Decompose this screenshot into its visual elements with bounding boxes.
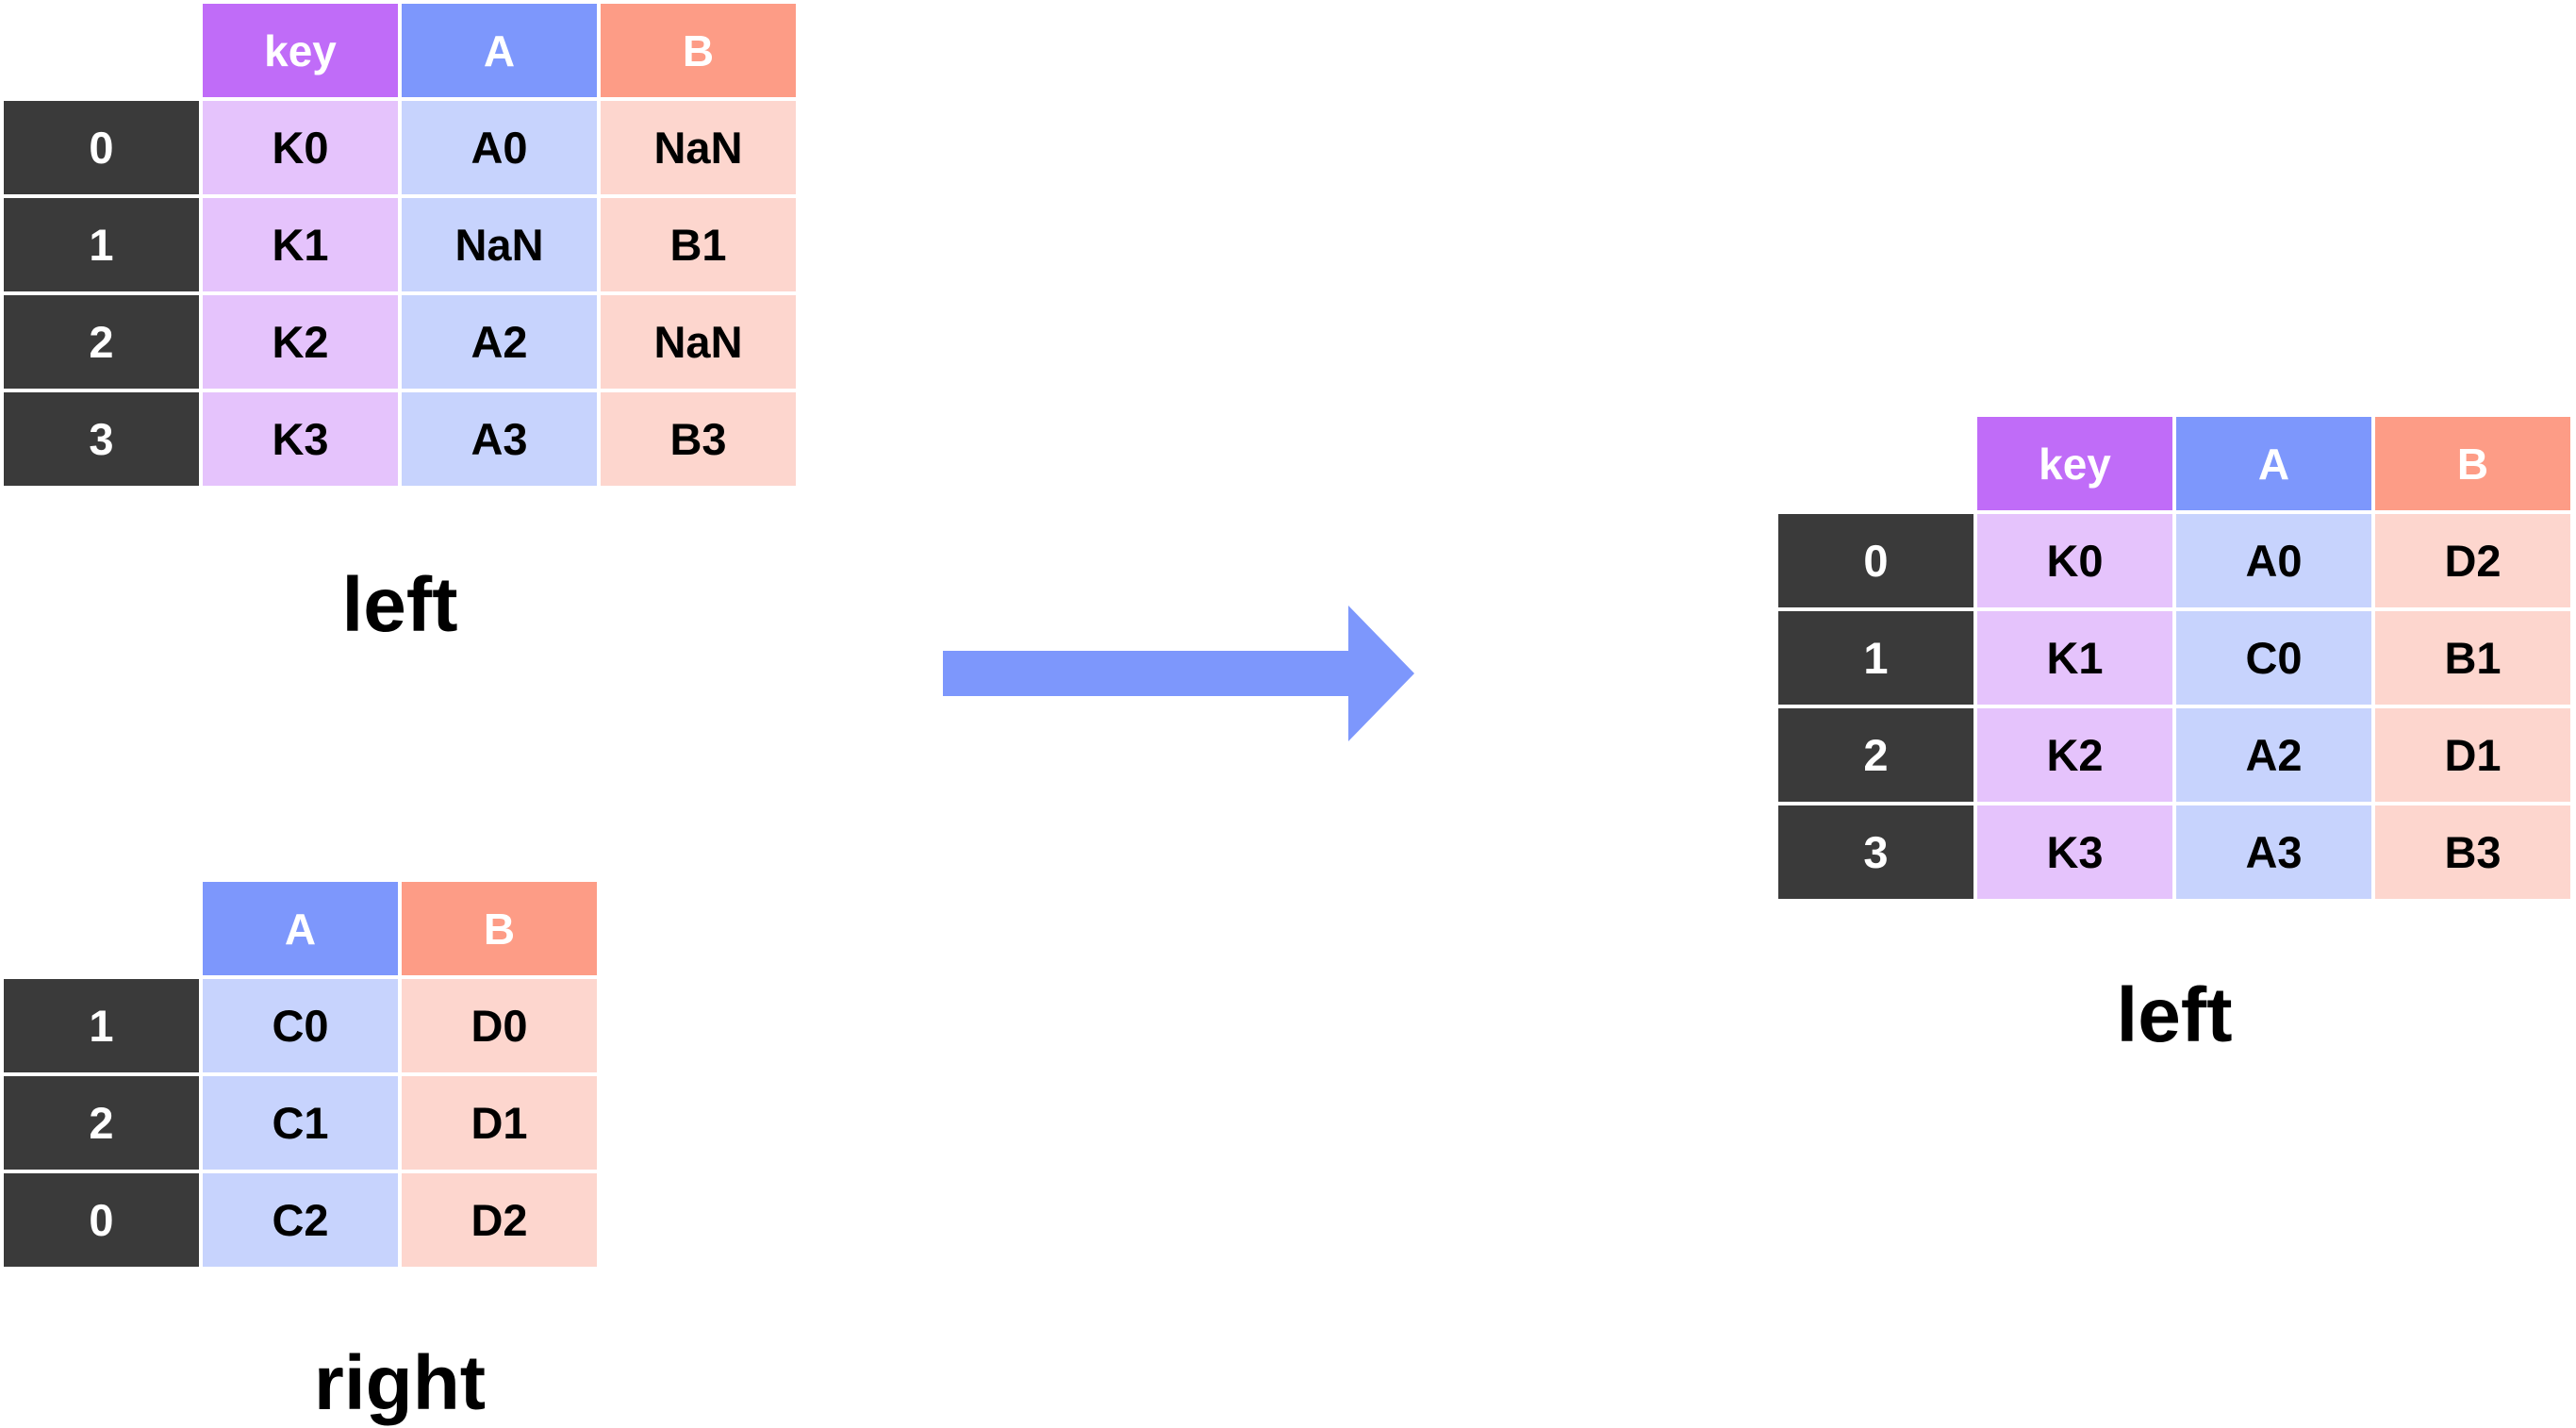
table-cell: A0 bbox=[2176, 514, 2371, 607]
table-cell: K0 bbox=[203, 101, 398, 194]
table-cell: NaN bbox=[402, 198, 597, 291]
table-cell: B3 bbox=[601, 392, 796, 486]
column-header-key: key bbox=[1977, 417, 2172, 510]
table-cell: B3 bbox=[2375, 805, 2570, 899]
row-index: 2 bbox=[4, 295, 199, 389]
column-header-key: key bbox=[203, 4, 398, 97]
table-cell: A3 bbox=[402, 392, 597, 486]
left-table-caption: left bbox=[341, 562, 458, 648]
table-cell: B1 bbox=[601, 198, 796, 291]
column-header-b: B bbox=[402, 882, 597, 975]
right-arrow-icon bbox=[943, 606, 1414, 741]
table-cell: K3 bbox=[203, 392, 398, 486]
table-cell: D2 bbox=[402, 1173, 597, 1267]
table-cell: A2 bbox=[2176, 708, 2371, 802]
table-cell: A3 bbox=[2176, 805, 2371, 899]
row-index: 3 bbox=[1778, 805, 1973, 899]
column-header-b: B bbox=[2375, 417, 2570, 510]
row-index: 1 bbox=[1778, 611, 1973, 705]
table-corner bbox=[4, 882, 199, 975]
table-cell: D2 bbox=[2375, 514, 2570, 607]
table-cell: C0 bbox=[2176, 611, 2371, 705]
table-cell: B1 bbox=[2375, 611, 2570, 705]
table-corner bbox=[1778, 417, 1973, 510]
right-arrow-shape bbox=[943, 606, 1414, 741]
column-header-b: B bbox=[601, 4, 796, 97]
row-index: 2 bbox=[4, 1076, 199, 1170]
column-header-a: A bbox=[2176, 417, 2371, 510]
right-table-caption: right bbox=[313, 1340, 487, 1426]
table-cell: A2 bbox=[402, 295, 597, 389]
table-cell: K2 bbox=[1977, 708, 2172, 802]
table-cell: K2 bbox=[203, 295, 398, 389]
table-cell: C2 bbox=[203, 1173, 398, 1267]
column-header-a: A bbox=[203, 882, 398, 975]
result-table-caption: left bbox=[2116, 972, 2233, 1058]
row-index: 3 bbox=[4, 392, 199, 486]
row-index: 1 bbox=[4, 198, 199, 291]
table-cell: C0 bbox=[203, 979, 398, 1072]
table-cell: K3 bbox=[1977, 805, 2172, 899]
row-index: 0 bbox=[1778, 514, 1973, 607]
table-cell: D1 bbox=[402, 1076, 597, 1170]
row-index: 2 bbox=[1778, 708, 1973, 802]
table-corner bbox=[4, 4, 199, 97]
row-index: 1 bbox=[4, 979, 199, 1072]
table-cell: D0 bbox=[402, 979, 597, 1072]
column-header-a: A bbox=[402, 4, 597, 97]
table-cell: K1 bbox=[1977, 611, 2172, 705]
row-index: 0 bbox=[4, 1173, 199, 1267]
table-cell: K0 bbox=[1977, 514, 2172, 607]
row-index: 0 bbox=[4, 101, 199, 194]
table-cell: C1 bbox=[203, 1076, 398, 1170]
table-cell: NaN bbox=[601, 295, 796, 389]
table-cell: A0 bbox=[402, 101, 597, 194]
table-cell: K1 bbox=[203, 198, 398, 291]
table-cell: NaN bbox=[601, 101, 796, 194]
table-cell: D1 bbox=[2375, 708, 2570, 802]
